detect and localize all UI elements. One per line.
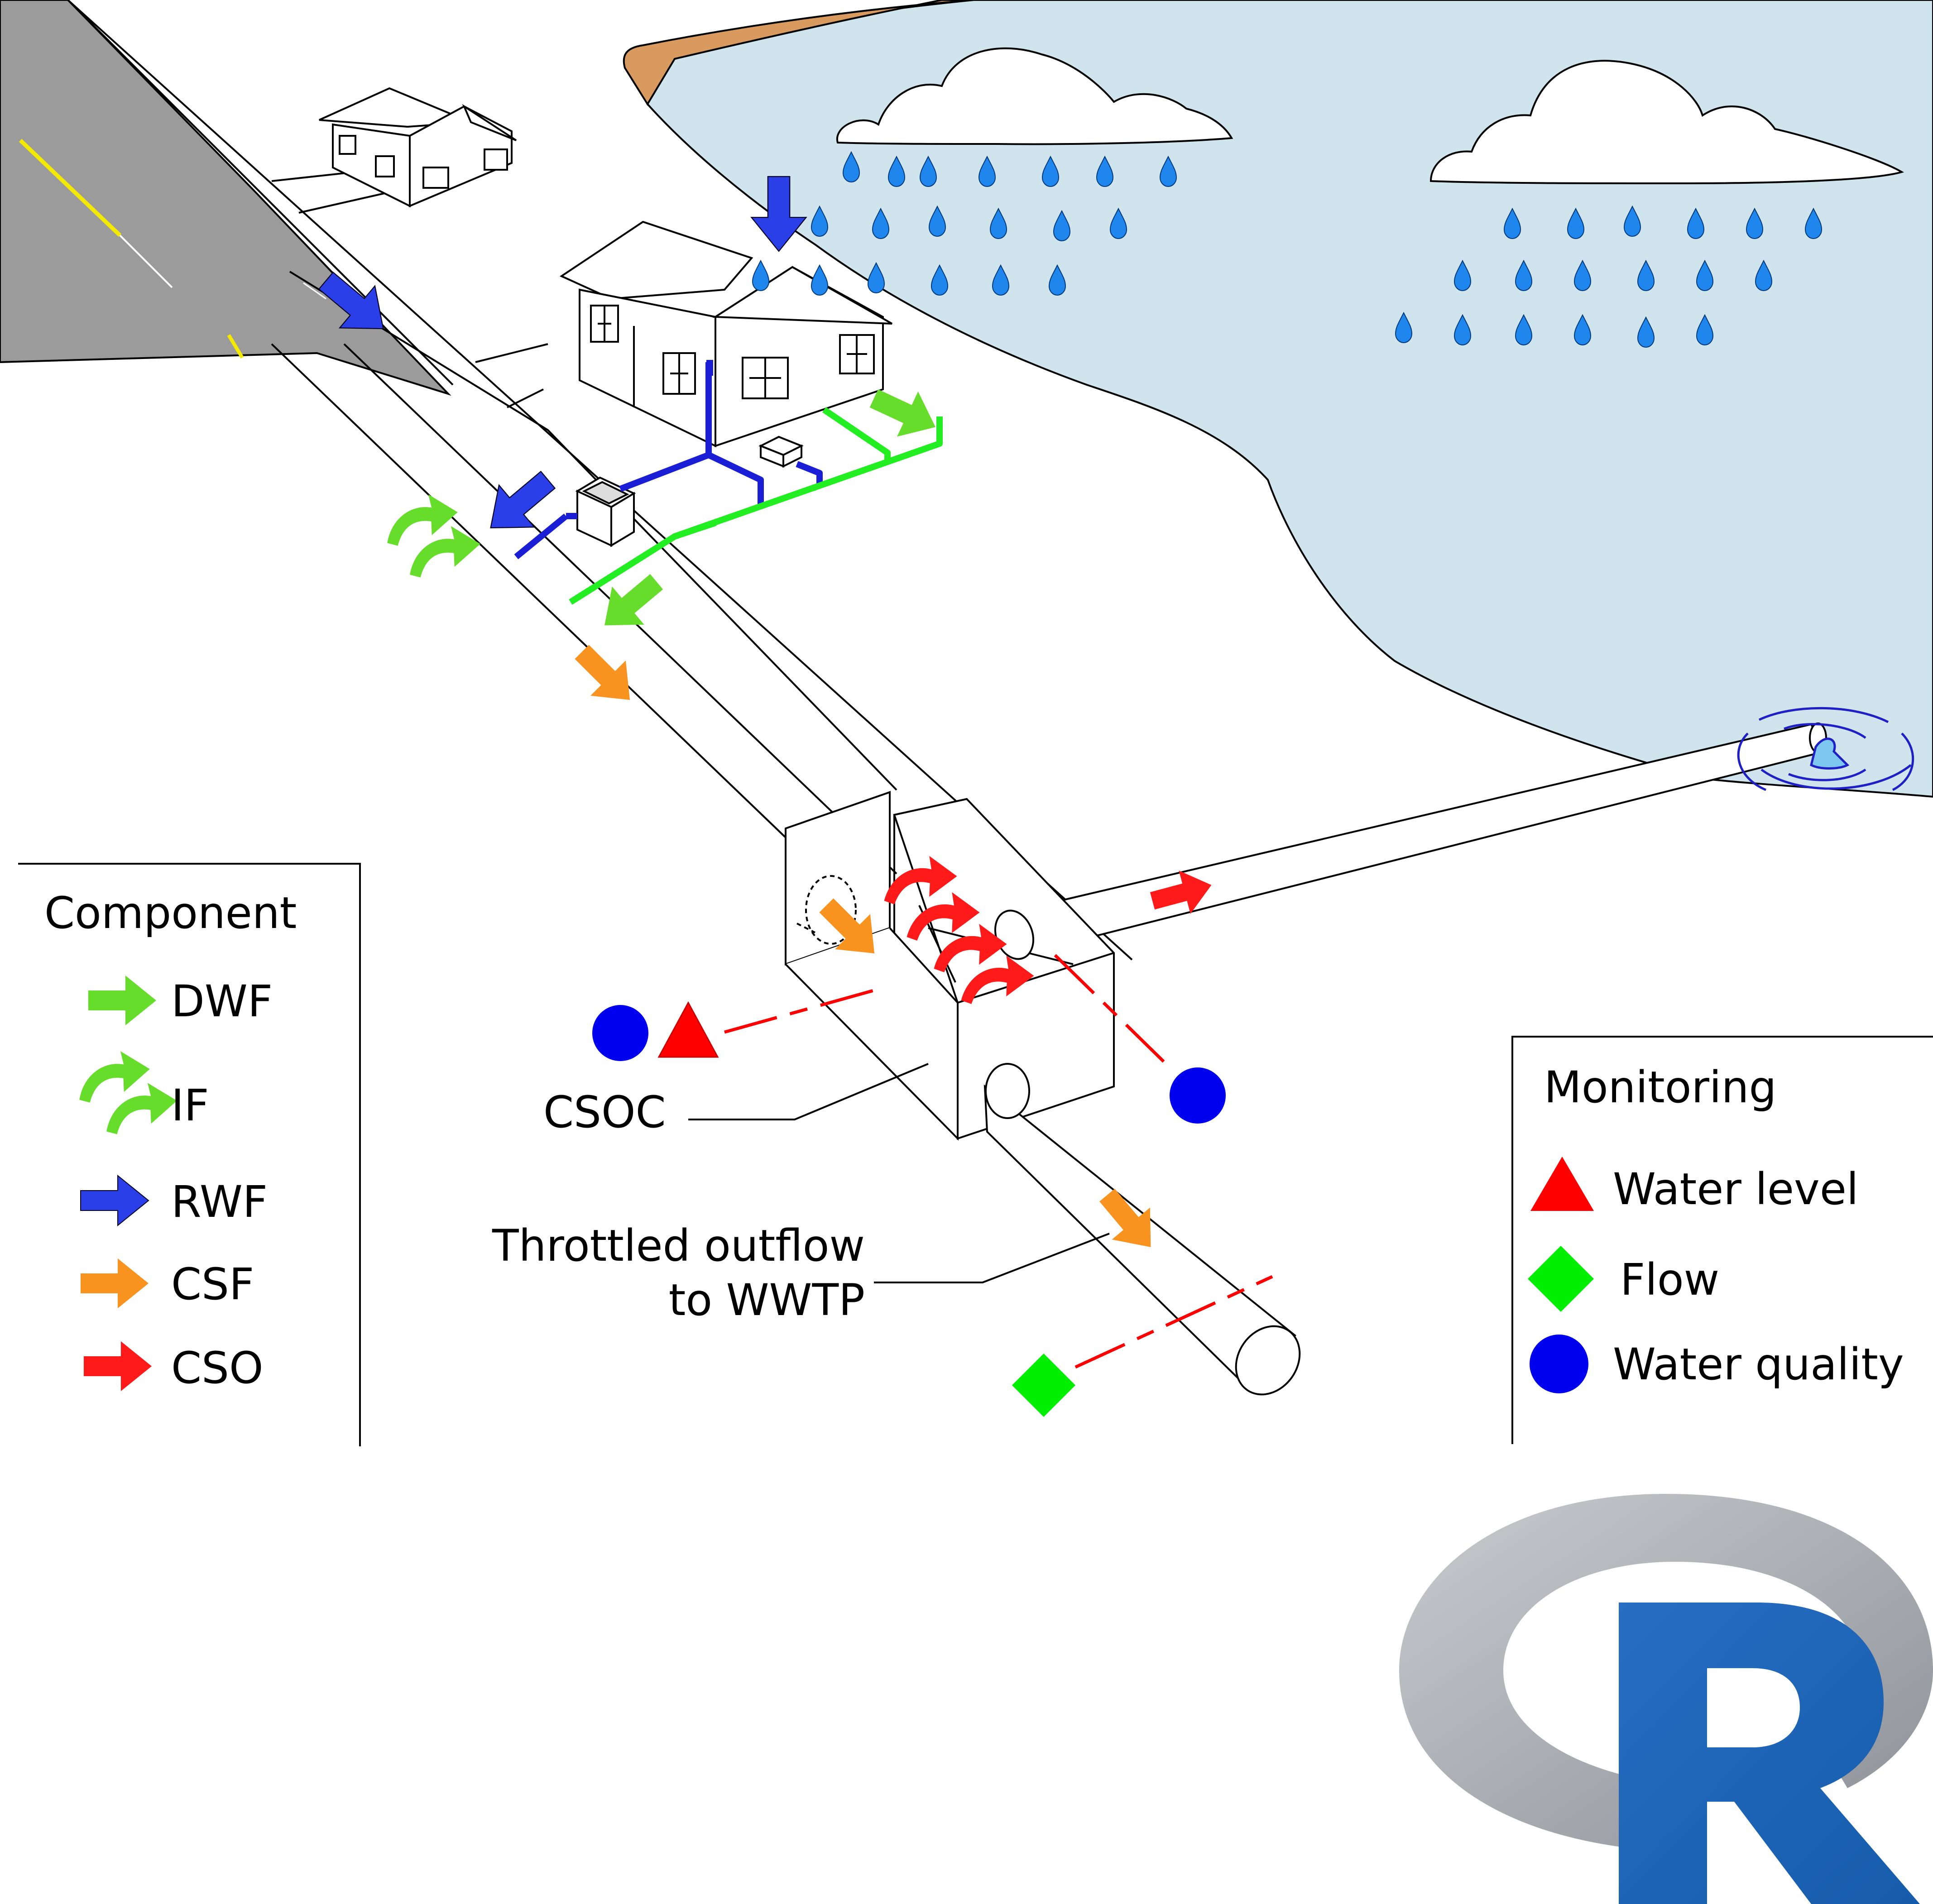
water-level-legend-label: Water level xyxy=(1613,1164,1859,1215)
r-logo xyxy=(1399,1494,1933,1904)
csoc-label: CSOC xyxy=(543,1087,666,1138)
if-legend-icon xyxy=(72,1047,154,1105)
rwf-legend-label: RWF xyxy=(171,1177,268,1227)
rwf-legend-icon xyxy=(80,1175,149,1226)
if-arrow-2-icon xyxy=(403,521,484,579)
raindrop-icon xyxy=(811,265,828,296)
if-legend-icon-2 xyxy=(99,1078,181,1136)
if-legend-label: IF xyxy=(171,1080,209,1131)
water-level-legend-icon xyxy=(1530,1157,1594,1211)
dwf-legend-icon xyxy=(88,976,156,1025)
dwf-pipes xyxy=(569,407,943,605)
csf-main-arrow-icon xyxy=(564,634,648,718)
rwf-yard-arrow-icon xyxy=(472,458,566,550)
raindrop-icon xyxy=(752,260,769,291)
outfall-splash-icon xyxy=(1737,707,1914,791)
inspection-box xyxy=(758,435,804,468)
monitoring-legend-title: Monitoring xyxy=(1544,1062,1776,1113)
water-quality-legend-icon xyxy=(1530,1335,1588,1393)
water-quality-marker-icon xyxy=(592,1005,648,1061)
component-legend-title: Component xyxy=(44,888,297,938)
cloud-right xyxy=(1429,60,1904,185)
house-near xyxy=(559,220,892,448)
water-quality-outflow-marker-icon xyxy=(1170,1067,1226,1124)
downspout-icon xyxy=(706,360,713,376)
main-sewer-pipe xyxy=(271,343,897,875)
csf-legend-label: CSF xyxy=(171,1259,254,1310)
cso-legend-icon xyxy=(84,1341,152,1391)
leader-lines xyxy=(688,1063,1110,1283)
water-quality-legend-label: Water quality xyxy=(1613,1339,1904,1390)
monitoring-legend: Monitoring Water level Flow Water qualit… xyxy=(1511,1036,1933,1444)
lake xyxy=(623,0,1933,798)
outflow-label-line2: to WWTP xyxy=(669,1275,865,1325)
dwf-legend-label: DWF xyxy=(171,976,273,1027)
csf-legend-icon xyxy=(81,1258,149,1308)
water-level-marker-icon xyxy=(657,1001,719,1058)
cloud-left xyxy=(836,47,1233,145)
dwf-pipe-arrow-icon xyxy=(588,562,673,645)
house-far xyxy=(319,87,517,208)
outflow-label-line1: Throttled outflow xyxy=(492,1220,865,1271)
monitoring-markers xyxy=(592,954,1273,1417)
flow-legend-label: Flow xyxy=(1620,1254,1719,1305)
road xyxy=(0,0,454,396)
shoreline xyxy=(623,0,974,106)
flow-legend-icon xyxy=(1528,1246,1594,1312)
component-legend: Component DWF IF RWF CSF CSO xyxy=(18,863,361,1446)
cso-legend-label: CSO xyxy=(171,1343,264,1393)
overflow-pipe xyxy=(1058,722,1827,938)
flow-marker-icon xyxy=(1012,1354,1075,1417)
